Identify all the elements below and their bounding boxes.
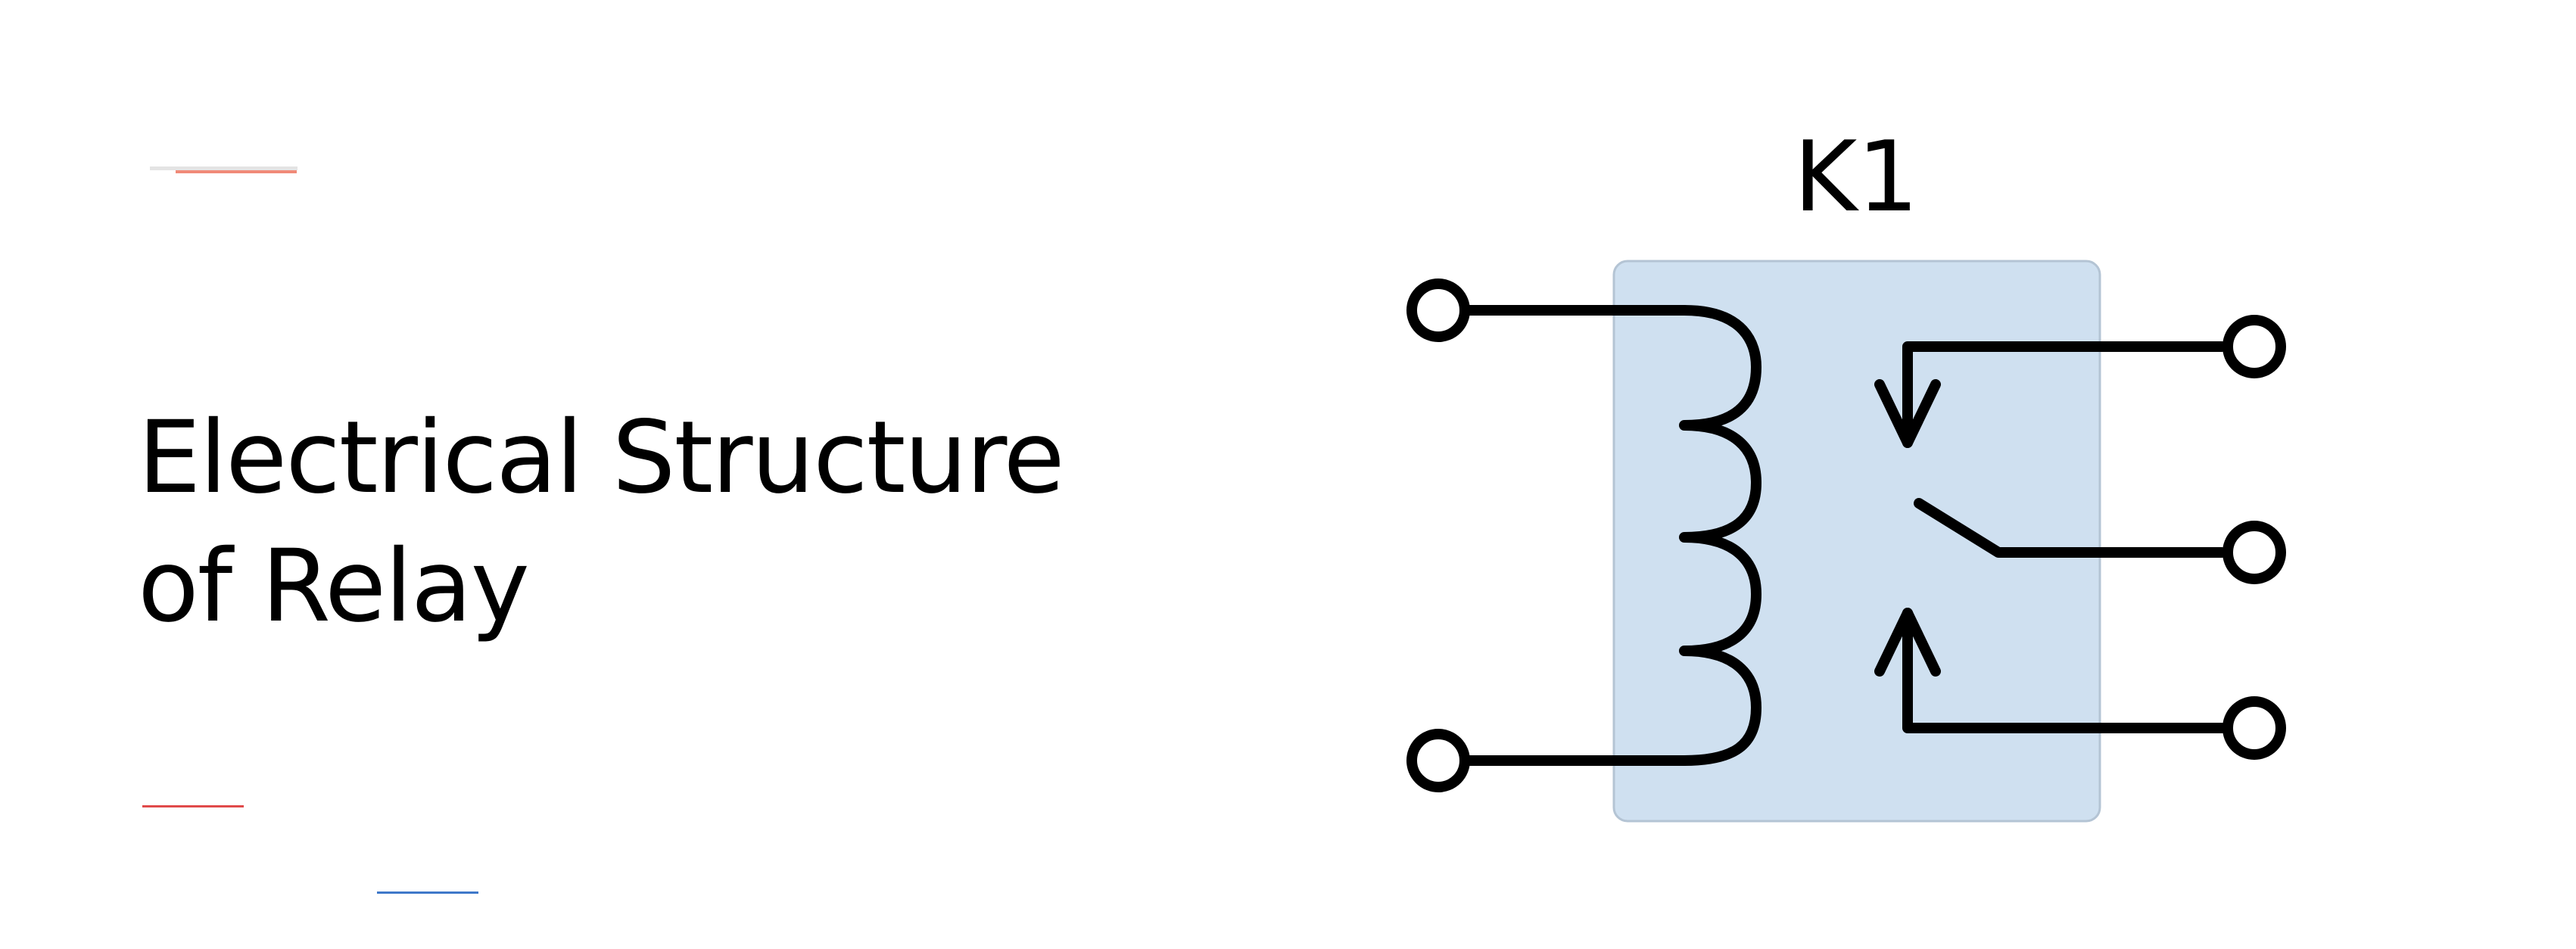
relay-body bbox=[1612, 260, 2101, 823]
title-line-1: Electrical Structure bbox=[138, 400, 1065, 516]
contact-top-arrow bbox=[1874, 379, 1941, 448]
nc-terminal bbox=[2222, 315, 2286, 378]
contact-top-wire bbox=[1902, 341, 2227, 448]
common-terminal bbox=[2222, 521, 2286, 584]
coil-terminal-top bbox=[1406, 278, 1470, 342]
relay-reference-label: K1 bbox=[1793, 121, 1918, 234]
title-line-2: of Relay bbox=[138, 528, 530, 645]
common-contact-wire bbox=[1914, 498, 2227, 558]
top-salmon-accent-line bbox=[176, 170, 297, 173]
page-title: Electrical Structure of Relay bbox=[138, 394, 1122, 651]
contact-bottom-wire bbox=[1902, 608, 2227, 733]
coil-winding bbox=[1679, 305, 1761, 766]
contact-bottom-arrow bbox=[1874, 608, 1941, 677]
coil-terminal-bottom bbox=[1406, 729, 1470, 792]
top-gray-accent-line bbox=[150, 166, 297, 170]
no-terminal bbox=[2222, 696, 2286, 760]
red-accent-line bbox=[142, 805, 244, 807]
blue-accent-line bbox=[377, 891, 478, 894]
